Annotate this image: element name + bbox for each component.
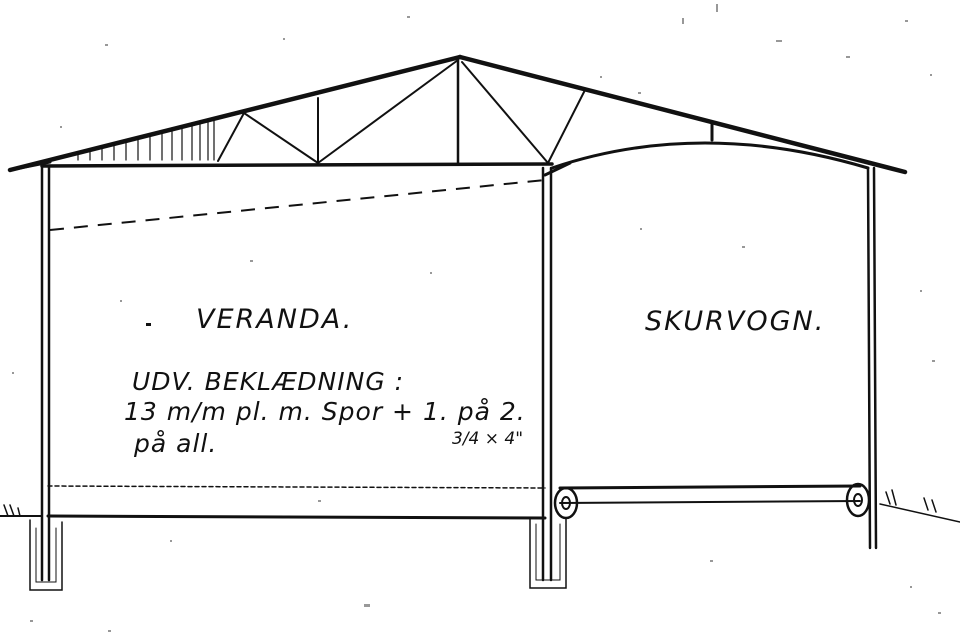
roof: [7, 54, 908, 177]
trailer-roof-curve: [550, 141, 870, 170]
post-left: [40, 164, 51, 582]
roof-right-slope: [457, 54, 908, 175]
roof-left-slope: [7, 54, 463, 173]
note-line-2: 13 m/m pl. m. Spor + 1. på 2.: [124, 397, 526, 426]
truss-web-2: [243, 112, 319, 164]
floor-line-upper: [47, 485, 546, 489]
post-center-footing-inner: [535, 523, 561, 581]
wheel-right-hub: [853, 493, 863, 507]
truss-web-6: [461, 61, 549, 164]
label-veranda: VERANDA.: [196, 304, 353, 335]
trailer-wheels: [553, 482, 871, 520]
posts: [29, 164, 878, 591]
label-skurvogn: SKURVOGN.: [645, 306, 825, 337]
wheel-right: [845, 482, 871, 518]
truss-web-7: [547, 89, 586, 164]
dashed-slope-line: [49, 179, 546, 231]
note-line-1: UDV. BEKLÆDNING :: [132, 367, 404, 396]
trailer-chassis-top: [558, 484, 862, 490]
note-dimension: 3/4 × 4": [452, 429, 523, 449]
post-center-footing: [529, 517, 567, 589]
post-right: [866, 166, 878, 550]
ground-right: [879, 503, 960, 523]
truss-web-4: [317, 59, 459, 164]
trailer-roof-joint: [543, 161, 572, 177]
floor-line-lower: [46, 514, 547, 520]
wheel-left: [553, 486, 579, 520]
roof-eave-left: [8, 160, 52, 172]
grass-left: [3, 504, 21, 517]
scan-noise: [12, 4, 941, 632]
post-left-footing-inner: [35, 527, 57, 583]
trailer-chassis-bottom: [559, 500, 861, 504]
truss-web-1: [217, 112, 245, 162]
truss-hatching: [77, 117, 215, 161]
truss-bottom-chord: [40, 162, 554, 168]
grass-right: [885, 489, 937, 513]
wheel-left-hub: [561, 496, 571, 510]
post-center: [541, 166, 553, 582]
marker-dot: [146, 323, 151, 326]
note-line-3: på all.: [133, 429, 217, 458]
post-left-footing: [29, 519, 63, 591]
ground: [0, 484, 960, 523]
